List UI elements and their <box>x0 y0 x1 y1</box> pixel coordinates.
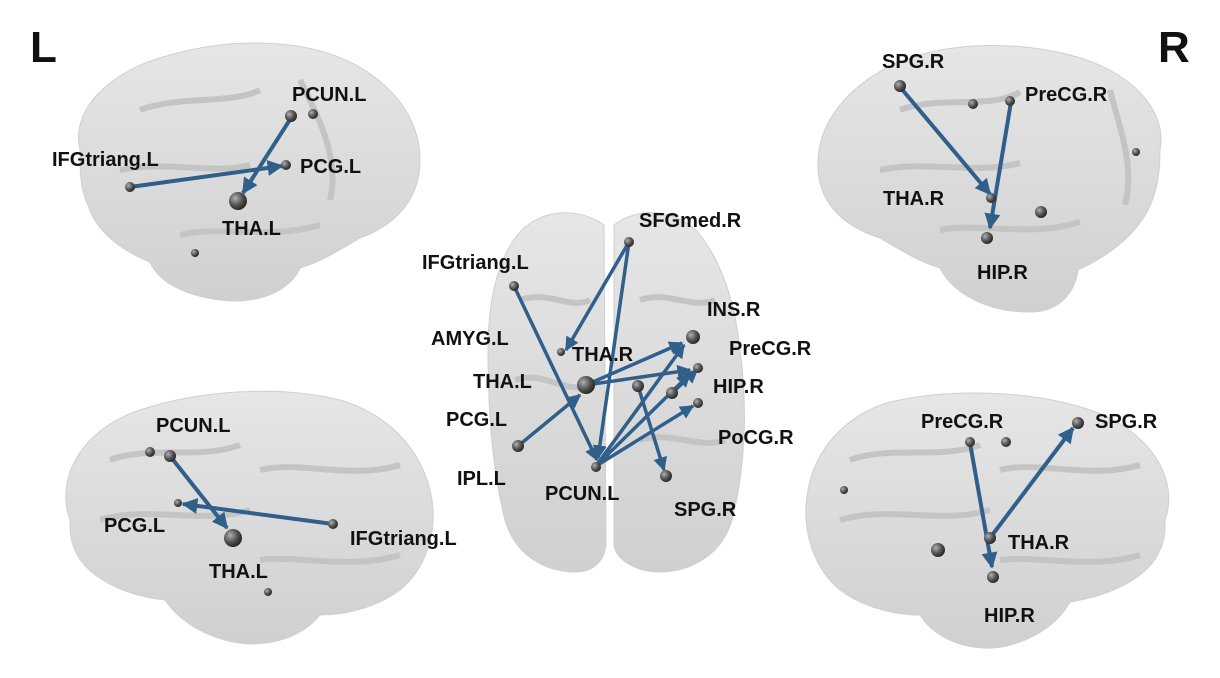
edge-tha-ins <box>585 341 684 387</box>
right-hemisphere-label: R <box>1158 23 1190 72</box>
edge-sfgmed-pcun <box>592 241 631 460</box>
label-ifg-l-axial: IFGtriang.L <box>422 252 529 274</box>
label-tha-l-medial: THA.L <box>209 561 268 583</box>
node-pcg-l <box>281 160 291 170</box>
left-medial-gyri <box>99 442 401 565</box>
right-medial-view: PreCG.R SPG.R THA.R HIP.R <box>805 392 1170 649</box>
node-hip-r <box>981 232 993 244</box>
node-tha-r-medial <box>984 532 996 544</box>
axial-view: SFGmed.R IFGtriang.L INS.R AMYG.L THA.R … <box>422 210 812 573</box>
label-pcg-l: PCG.L <box>300 156 361 178</box>
node-hip-r-axial <box>666 387 678 399</box>
node-extra-2 <box>191 249 199 257</box>
node-tha-l-axial <box>577 376 595 394</box>
node-spg-r-axial <box>660 470 672 482</box>
node-extra-4 <box>1132 148 1140 156</box>
left-lateral-gyri <box>119 78 336 238</box>
node-extra-7 <box>264 588 272 596</box>
node-spg-r <box>894 80 906 92</box>
node-amyg-l <box>557 348 565 356</box>
label-hip-r: HIP.R <box>977 262 1028 284</box>
label-spg-r: SPG.R <box>882 51 945 73</box>
label-tha-r-axial: THA.R <box>572 344 634 366</box>
edge-tha-precg <box>585 364 692 387</box>
node-pocg-r <box>693 398 703 408</box>
label-ipl-l: IPL.L <box>457 468 506 490</box>
label-ins-r: INS.R <box>707 299 761 321</box>
label-tha-r-medial: THA.R <box>1008 532 1070 554</box>
node-ifg-l-axial <box>509 281 519 291</box>
label-pcun-l-medial: PCUN.L <box>156 415 230 437</box>
node-tha-l <box>229 192 247 210</box>
label-pcg-l-medial: PCG.L <box>104 515 165 537</box>
node-tha-r-axial <box>632 380 644 392</box>
edge-spg-tha-right-lateral <box>898 85 992 196</box>
edge-ifg-pcg-left-medial <box>181 497 334 526</box>
label-tha-l: THA.L <box>222 218 281 240</box>
label-spg-r-axial: SPG.R <box>674 499 737 521</box>
edge-ipl-tha <box>516 393 582 448</box>
label-hip-r-axial: HIP.R <box>713 376 764 398</box>
node-precg-r-axial <box>693 363 703 373</box>
node-pcun-l <box>285 110 297 122</box>
node-precg-r-medial <box>965 437 975 447</box>
edge-tha-spg-right-medial <box>988 426 1075 540</box>
node-ifg-l <box>125 182 135 192</box>
node-precg-r <box>1005 96 1015 106</box>
edge-sfgmed-amyg <box>564 241 631 352</box>
node-tha-r <box>986 193 996 203</box>
label-pcg-l-axial: PCG.L <box>446 409 507 431</box>
label-ifg-l-medial: IFGtriang.L <box>350 528 457 550</box>
node-pcg-l-medial <box>174 499 182 507</box>
node-ifg-l-medial <box>328 519 338 529</box>
label-tha-r: THA.R <box>883 188 945 210</box>
right-lateral-view: SPG.R PreCG.R THA.R HIP.R <box>817 44 1162 313</box>
node-ins-r <box>686 330 700 344</box>
node-sfgmed-r <box>624 237 634 247</box>
edge-pcun-ins <box>594 343 686 468</box>
node-tha-l-medial <box>224 529 242 547</box>
node-hip-r-medial <box>987 571 999 583</box>
left-medial-view: PCUN.L PCG.L IFGtriang.L THA.L <box>65 390 457 645</box>
left-hemisphere-label: L <box>30 23 57 72</box>
node-extra-3 <box>968 99 978 109</box>
label-precg-r-medial: PreCG.R <box>921 411 1004 433</box>
label-pcun-l: PCUN.L <box>292 84 366 106</box>
node-extra-1 <box>308 109 318 119</box>
edge-precg-hip-right-lateral <box>984 101 1013 230</box>
label-pcun-l-axial: PCUN.L <box>545 483 619 505</box>
label-pocg-r: PoCG.R <box>718 427 794 449</box>
left-lateral-view: PCUN.L IFGtriang.L PCG.L THA.L <box>52 42 421 302</box>
label-sfgmed-r: SFGmed.R <box>639 210 742 232</box>
label-precg-r-axial: PreCG.R <box>729 338 812 360</box>
label-spg-r-medial: SPG.R <box>1095 411 1158 433</box>
label-precg-r: PreCG.R <box>1025 84 1108 106</box>
label-tha-l-axial: THA.L <box>473 371 532 393</box>
edge-pcun-pocg <box>595 404 695 468</box>
right-lateral-gyri <box>879 89 1132 233</box>
node-extra-6 <box>145 447 155 457</box>
node-spg-r-medial <box>1072 417 1084 429</box>
node-extra-10 <box>931 543 945 557</box>
label-hip-r-medial: HIP.R <box>984 605 1035 627</box>
label-ifg-l: IFGtriang.L <box>52 149 159 171</box>
right-medial-brain <box>805 392 1170 649</box>
edge-pcun-tha-left-lateral <box>241 116 293 195</box>
node-pcun-l-axial <box>591 462 601 472</box>
node-extra-9 <box>840 486 848 494</box>
edge-precg-hip-right-medial <box>968 442 998 569</box>
node-extra-5 <box>1035 206 1047 218</box>
edge-ifg-pcun <box>512 285 599 462</box>
edge-pcun-tha-left-medial <box>168 454 229 530</box>
edge-tha-spg <box>636 385 667 472</box>
node-extra-8 <box>1001 437 1011 447</box>
label-amyg-l: AMYG.L <box>431 328 509 350</box>
node-ipl-l <box>512 440 524 452</box>
axial-gyri <box>514 294 727 446</box>
node-pcun-l-medial <box>164 450 176 462</box>
right-medial-gyri <box>839 442 1141 565</box>
